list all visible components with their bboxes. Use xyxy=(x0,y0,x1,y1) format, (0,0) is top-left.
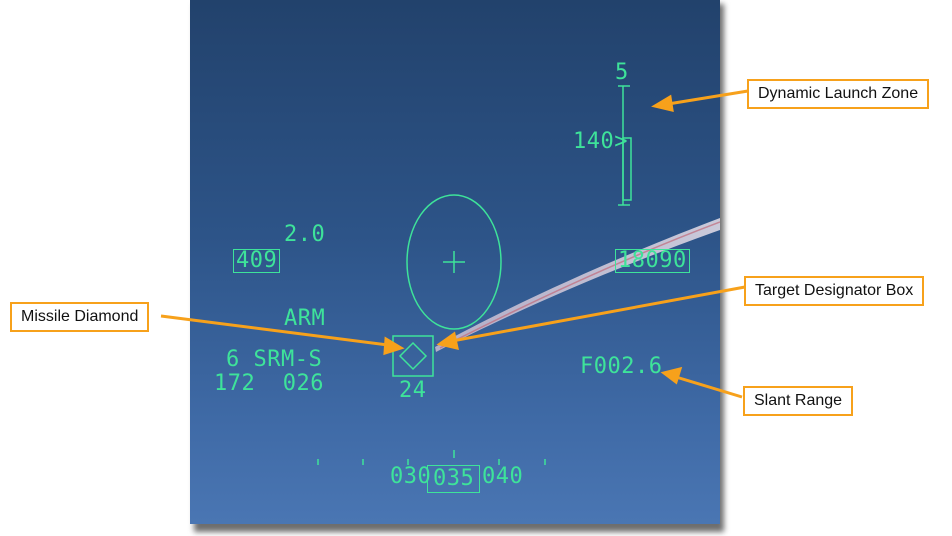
contrail-core xyxy=(439,221,720,349)
callout-slant-range: Slant Range xyxy=(743,386,854,416)
master-arm-status: ARM xyxy=(284,306,326,331)
heading-left-label: 030 xyxy=(390,464,432,489)
leader-dlz xyxy=(667,89,749,106)
leader-dlz-arrow xyxy=(651,94,674,112)
dlz-zone-box xyxy=(622,137,632,201)
dlz-top-label: 5 xyxy=(615,60,629,85)
leader-slant-range xyxy=(675,375,743,399)
contrail xyxy=(435,218,720,352)
heading-ticks xyxy=(317,450,546,465)
mach-readout: 2.0 xyxy=(284,222,326,247)
hud-graphics xyxy=(317,85,720,465)
altitude-box: 18090 xyxy=(615,249,690,273)
aiming-reticle-ellipse xyxy=(406,194,502,330)
leader-missile-diamond-arrow xyxy=(383,336,405,356)
target-closure-readout: 24 xyxy=(399,378,427,403)
heading-current-box: 035 xyxy=(427,465,481,493)
dlz-range-marker: 140> xyxy=(573,129,628,154)
callout-target-designator-box: Target Designator Box xyxy=(744,276,925,306)
heading-right-label: 040 xyxy=(482,464,524,489)
hud-display: 5 140> 2.0 409 18090 ARM 6 SRM-S 172 026… xyxy=(190,0,720,524)
missile-diamond xyxy=(398,341,428,371)
callout-missile-diamond: Missile Diamond xyxy=(10,302,150,332)
target-designator-box xyxy=(392,335,434,377)
leader-tdbox xyxy=(451,285,746,343)
callout-dynamic-launch-zone: Dynamic Launch Zone xyxy=(747,79,930,109)
slant-range-readout: F002.6 xyxy=(580,354,663,379)
weapon-status: 6 SRM-S xyxy=(226,347,323,372)
leader-missile-diamond xyxy=(160,314,389,347)
bottom-left-values: 172 026 xyxy=(214,371,324,396)
leader-slant-range-arrow xyxy=(660,366,683,385)
leader-tdbox-arrow xyxy=(436,331,459,351)
airspeed-box: 409 xyxy=(233,249,281,273)
